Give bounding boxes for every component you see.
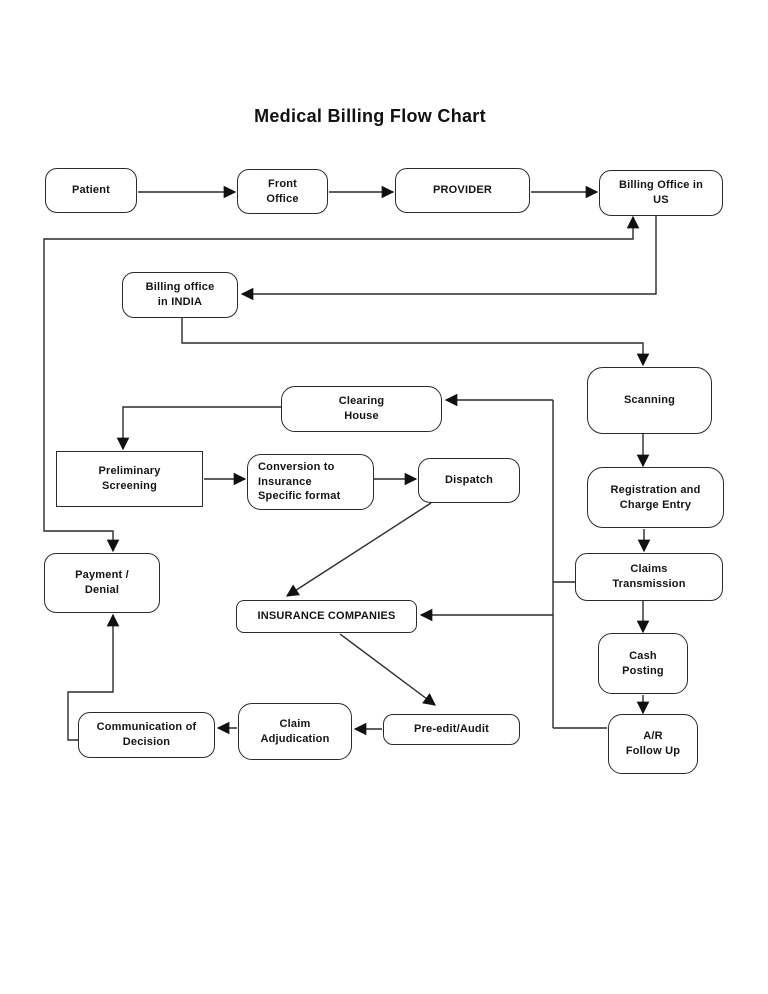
node-pre-edit-audit: Pre-edit/Audit (383, 714, 520, 745)
connector-dispatch-to-insurance (285, 502, 432, 597)
node-patient: Patient (45, 168, 137, 213)
node-billing-office-us: Billing Office in US (599, 170, 723, 216)
node-provider: PROVIDER (395, 168, 530, 213)
node-clearing-house: Clearing House (281, 386, 442, 432)
node-dispatch: Dispatch (418, 458, 520, 503)
node-front-office: Front Office (237, 169, 328, 214)
connector-billing-us-to-india (240, 216, 657, 301)
node-cash-posting: Cash Posting (598, 633, 688, 694)
connector-insurance-to-pre-edit (339, 633, 437, 706)
node-ar-follow-up: A/R Follow Up (608, 714, 698, 774)
connector-billing-us-payment-denial (43, 215, 640, 553)
node-billing-office-india: Billing office in INDIA (122, 272, 238, 318)
node-claim-adjudication: Claim Adjudication (238, 703, 352, 760)
node-conversion-format: Conversion to Insurance Specific format (247, 454, 374, 510)
node-preliminary-screening: Preliminary Screening (56, 451, 203, 507)
node-registration-charge-entry: Registration and Charge Entry (587, 467, 724, 528)
node-payment-denial: Payment / Denial (44, 553, 160, 613)
node-insurance-companies: INSURANCE COMPANIES (236, 600, 417, 633)
diagram-title: Medical Billing Flow Chart (254, 106, 486, 126)
connector-india-to-scanning (181, 318, 650, 367)
node-claims-transmission: Claims Transmission (575, 553, 723, 601)
connector-communication-to-payment (67, 613, 120, 741)
connector-clearing-to-preliminary (116, 406, 281, 451)
node-scanning: Scanning (587, 367, 712, 434)
node-communication-of-decision: Communication of Decision (78, 712, 215, 758)
